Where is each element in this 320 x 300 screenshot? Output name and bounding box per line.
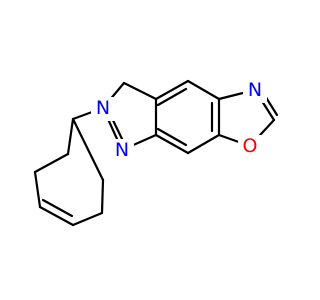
bond	[41, 198, 74, 218]
bond	[122, 81, 158, 101]
label-backdrop	[243, 79, 267, 103]
bond	[156, 87, 188, 107]
bond	[33, 152, 70, 174]
bond	[71, 117, 105, 182]
bond	[156, 127, 188, 147]
bond	[33, 170, 42, 209]
label-backdrop	[110, 139, 134, 163]
atom-label-layer: N O N N	[91, 79, 267, 163]
label-backdrop	[91, 97, 115, 121]
bond	[38, 205, 75, 227]
bond	[66, 117, 75, 156]
bond	[154, 133, 190, 155]
molecule-structure: N O N N	[33, 79, 279, 227]
molecule-canvas: N O N N	[33, 79, 279, 227]
bond	[186, 79, 221, 101]
bond	[186, 133, 221, 155]
bond	[100, 178, 105, 215]
atom-label-n-imine: N	[115, 139, 129, 161]
atom-label-n-oxazole: N	[248, 79, 262, 101]
bond	[154, 79, 190, 101]
atom-label-o-oxazole: O	[243, 135, 258, 157]
label-backdrop	[238, 135, 262, 159]
atom-label-n-bridge: N	[96, 97, 110, 119]
bond	[71, 211, 104, 227]
